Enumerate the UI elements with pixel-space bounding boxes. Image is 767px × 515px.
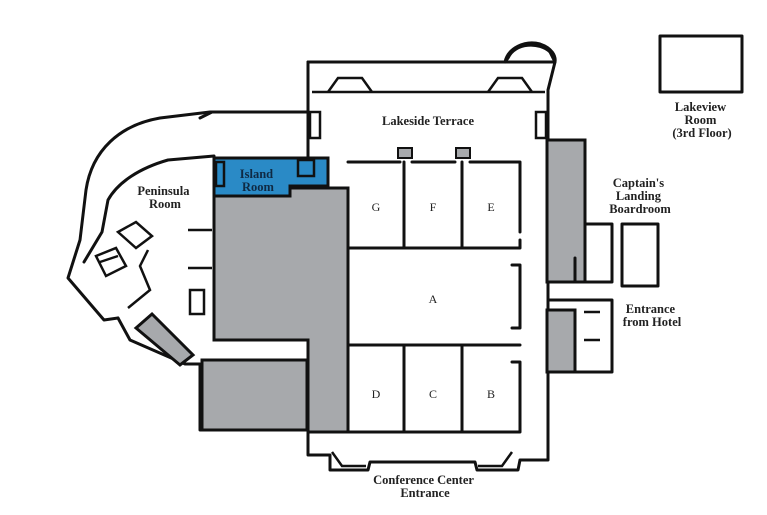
island-room-alcove [296, 158, 316, 178]
entrance-hotel-label: Entrance from Hotel [623, 302, 682, 329]
captains-landing-boardroom[interactable] [620, 222, 660, 288]
entrance-hotel-walls [546, 298, 614, 374]
ballroom-door-top-1 [397, 147, 413, 159]
top-bay-left [326, 76, 374, 93]
room-d-label[interactable]: D [372, 387, 381, 401]
peninsula-stair [94, 246, 128, 278]
right-service-lower [545, 308, 577, 374]
peninsula-room-label: Peninsula Room [137, 184, 192, 211]
peninsula-lower-wall [127, 249, 152, 309]
top-bay-right [486, 76, 534, 93]
room-a-right [510, 263, 522, 330]
conference-entrance-label: Conference Center Entrance [373, 473, 477, 500]
right-service-upper [545, 138, 587, 284]
island-room-label: Island Room [240, 167, 276, 194]
peninsula-inner-wall [82, 154, 216, 264]
room-a-label[interactable]: A [429, 292, 438, 306]
lakeside-terrace-label: Lakeside Terrace [382, 114, 474, 128]
row-bottom-right [346, 360, 522, 434]
captains-landing-label: Captain's Landing Boardroom [609, 176, 671, 216]
island-room-pillar [214, 160, 226, 188]
room-e-label[interactable]: E [487, 200, 494, 214]
room-c-label[interactable]: C [429, 387, 437, 401]
peninsula-closet [188, 288, 206, 316]
lakeside-terrace-top [306, 41, 557, 64]
bottom-bay-left [330, 451, 366, 468]
bottom-bay-right [478, 451, 514, 468]
room-g-label[interactable]: G [372, 200, 381, 214]
peninsula-wing-wall [66, 110, 310, 322]
room-f-label[interactable]: F [430, 200, 437, 214]
lakeview-room-outline[interactable] [658, 34, 744, 94]
entrance-hotel-door [584, 310, 600, 342]
peninsula-alcove [115, 220, 154, 250]
row-top-bottom [346, 238, 522, 250]
lakeview-room-label: Lakeview Room (3rd Floor) [672, 100, 731, 140]
island-room[interactable] [212, 156, 330, 198]
room-b-label[interactable]: B [487, 387, 495, 401]
lower-left-service-block [200, 358, 309, 432]
ballroom-door-top-2 [455, 147, 471, 159]
captains-landing-walls [573, 222, 614, 284]
lower-left-service [133, 311, 196, 367]
pillar-right [534, 110, 548, 140]
pillar-left [308, 110, 322, 140]
ballroom-top-wall [346, 160, 522, 234]
